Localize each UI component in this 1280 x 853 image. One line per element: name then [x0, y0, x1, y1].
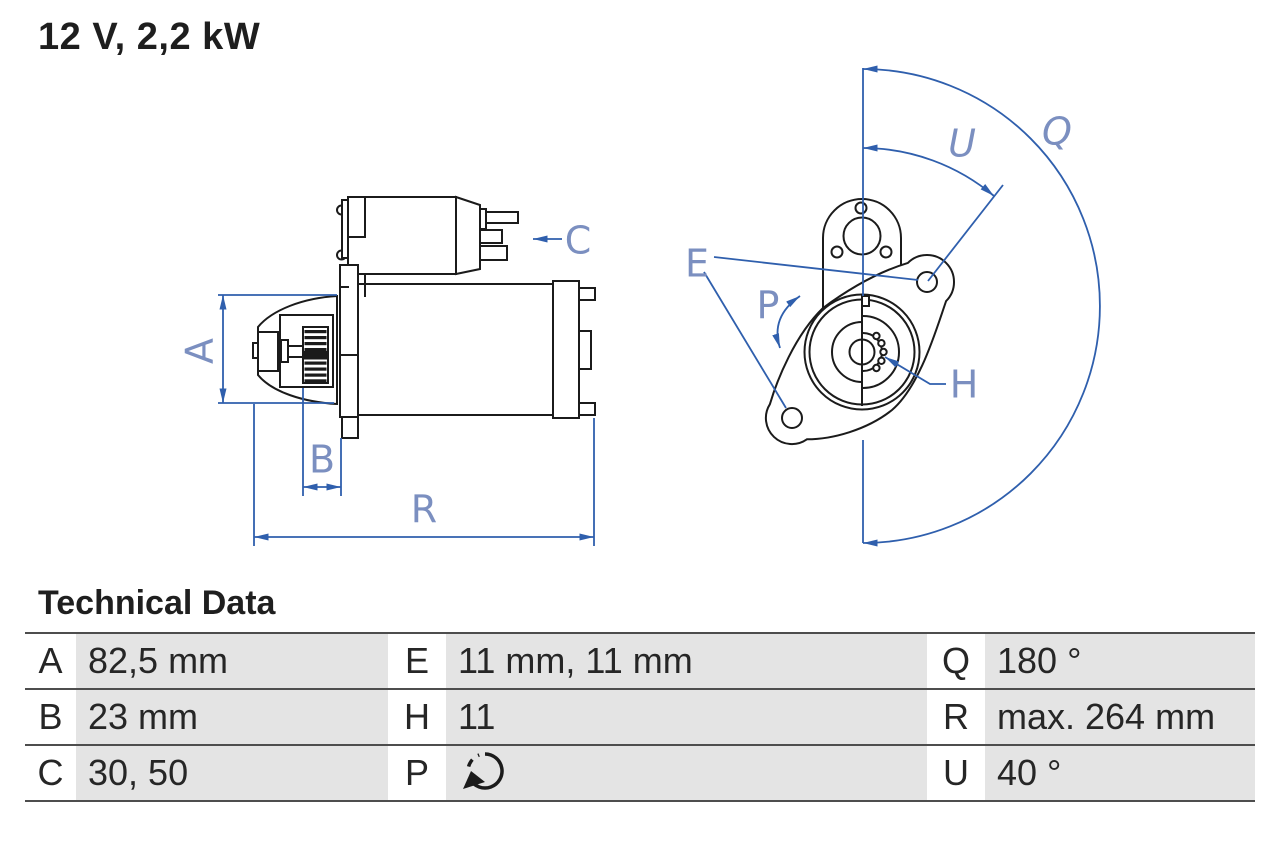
table-value-a: 82,5 mm	[76, 634, 388, 688]
end-tab-top	[578, 287, 596, 301]
dim-label-c: C	[565, 218, 592, 262]
pinion-teeth	[303, 330, 328, 383]
end-block-mid	[578, 330, 592, 370]
shaft-collar	[280, 339, 289, 363]
terminal-stud	[485, 211, 519, 224]
dim-p-arrow	[772, 295, 801, 349]
nose-cap	[252, 342, 259, 359]
dim-e-leader2	[703, 271, 787, 409]
technical-data-table: A 82,5 mm E 11 mm, 11 mm Q 180 ° B 23 mm…	[25, 632, 1255, 802]
dim-label-h: H	[950, 362, 979, 406]
rotation-direction-icon	[463, 752, 504, 790]
table-row: C 30, 50 P U 40 °	[25, 744, 1255, 802]
spline-arc	[862, 315, 900, 389]
table-row: B 23 mm H 11 R max. 264 mm	[25, 688, 1255, 744]
table-key-a: A	[25, 634, 76, 688]
table-key-u: U	[927, 746, 985, 800]
bracket-bore	[842, 216, 882, 256]
dim-label-b: B	[309, 437, 335, 481]
dim-h-leader	[884, 356, 946, 385]
table-value-e: 11 mm, 11 mm	[446, 634, 927, 688]
dim-e-leader1	[713, 256, 919, 281]
flange-foot	[341, 416, 359, 439]
table-key-e: E	[388, 634, 446, 688]
table-key-h: H	[388, 690, 446, 744]
key-notch	[861, 295, 870, 307]
dim-label-u: U	[948, 121, 976, 165]
dim-label-a: A	[177, 338, 221, 364]
table-key-r: R	[927, 690, 985, 744]
dim-u-arc	[862, 144, 995, 197]
bracket-hole	[854, 201, 868, 215]
bracket-hole	[830, 245, 844, 259]
table-value-h: 11	[446, 690, 927, 744]
terminal-low	[479, 245, 508, 261]
solenoid-bracket	[341, 199, 349, 259]
table-value-u: 40 °	[985, 746, 1255, 800]
table-key-p: P	[388, 746, 446, 800]
bracket-hole	[879, 245, 893, 259]
table-value-p	[446, 746, 927, 800]
flange-bolt-hole	[781, 407, 803, 429]
end-cap	[552, 280, 580, 419]
table-value-q: 180 °	[985, 634, 1255, 688]
nose-cone	[257, 331, 279, 372]
flange-bolt-hole	[916, 271, 938, 293]
dim-q-arc	[862, 65, 1101, 547]
solenoid-cap	[455, 195, 481, 276]
solenoid-step-line	[349, 198, 366, 238]
table-heading: Technical Data	[38, 584, 276, 622]
page-title: 12 V, 2,2 kW	[38, 16, 261, 58]
dim-u-radial	[927, 184, 1004, 282]
table-value-r: max. 264 mm	[985, 690, 1255, 744]
front-view	[764, 198, 956, 446]
side-view	[252, 195, 596, 439]
end-tab-bottom	[578, 402, 596, 416]
dim-label-e: E	[685, 241, 709, 285]
terminal-mid	[479, 229, 503, 244]
dim-label-p: P	[757, 283, 780, 327]
table-key-q: Q	[927, 634, 985, 688]
table-key-b: B	[25, 690, 76, 744]
dimensions-front: Q U E P H	[685, 65, 1101, 547]
motor-body	[357, 283, 554, 416]
table-value-c: 30, 50	[76, 746, 388, 800]
table-row: A 82,5 mm E 11 mm, 11 mm Q 180 °	[25, 632, 1255, 688]
dimensions-side: A B R C	[177, 218, 595, 546]
dim-label-r: R	[411, 487, 437, 531]
hub-arc	[831, 321, 863, 383]
dim-label-q: Q	[1042, 109, 1072, 153]
table-key-c: C	[25, 746, 76, 800]
table-value-b: 23 mm	[76, 690, 388, 744]
